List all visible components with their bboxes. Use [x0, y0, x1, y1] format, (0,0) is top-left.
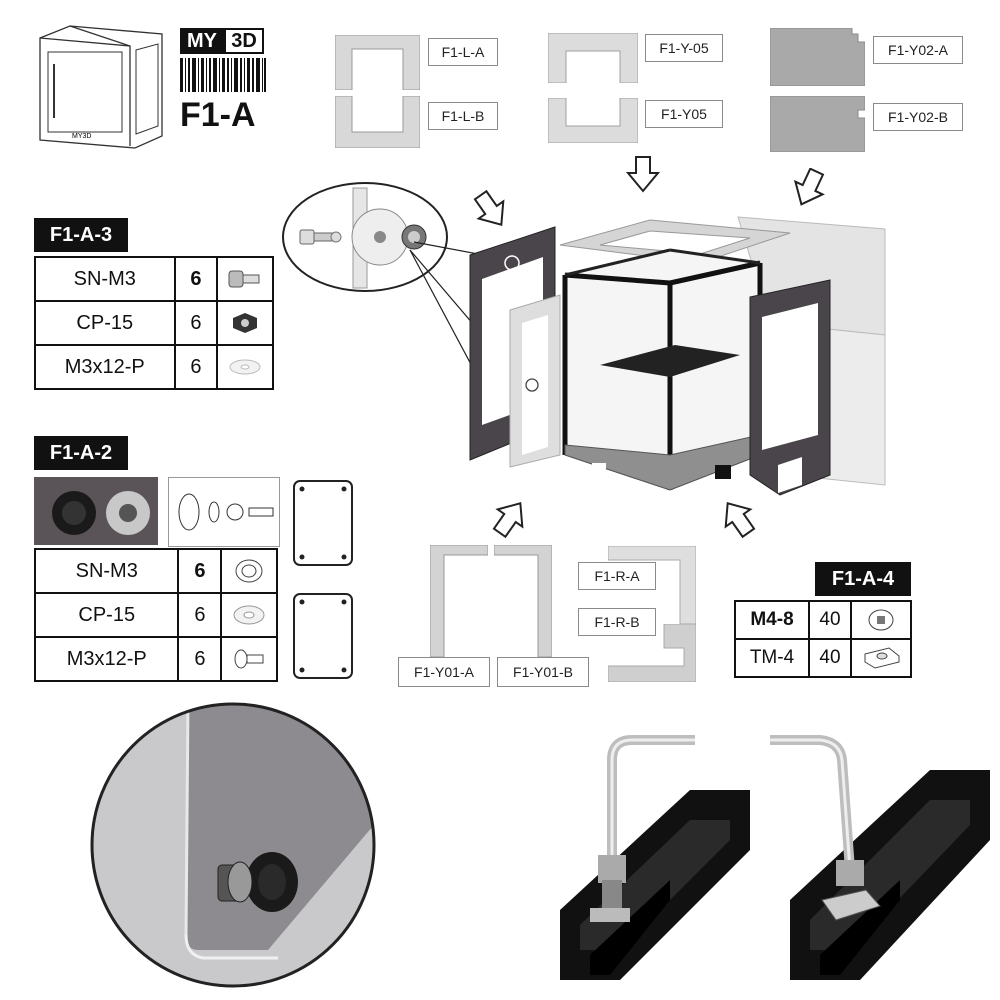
- part-name: M3x12-P: [34, 344, 176, 390]
- panel-y-05b: [548, 98, 638, 143]
- part-name: M4-8: [734, 600, 810, 640]
- logo-my: MY: [180, 28, 224, 54]
- panel-y01-b: [494, 545, 552, 657]
- table-row: SN-M3 6: [34, 256, 274, 302]
- screw-icon: [216, 256, 274, 302]
- kit-f1-a-2-table: SN-M3 6 CP-15 6 M3x12-P 6: [33, 548, 278, 682]
- label-f1-r-a: F1-R-A: [578, 562, 656, 590]
- panel-frame-a: [290, 477, 356, 569]
- arrow-down-icon: [626, 155, 660, 193]
- panel-r-b: [608, 624, 696, 682]
- kit-f1-a-3-table: SN-M3 6 CP-15 6 M3x12-P 6: [34, 256, 274, 390]
- printer-badge: MY3D: [72, 133, 91, 140]
- arrow-up-right-icon: [492, 498, 528, 538]
- table-row: SN-M3 6: [33, 548, 278, 594]
- screw-detail-zoom: [280, 180, 450, 295]
- label-f1-r-b: F1-R-B: [578, 608, 656, 636]
- part-qty: 6: [177, 592, 223, 638]
- part-name: SN-M3: [34, 256, 176, 302]
- logo-3d: 3D: [224, 28, 264, 54]
- screw-icon: [850, 600, 912, 640]
- part-name: M3x12-P: [33, 636, 180, 682]
- label-f1-y02-a: F1-Y02-A: [873, 36, 963, 64]
- table-row: M4-8 40: [734, 600, 912, 640]
- table-row: CP-15 6: [34, 300, 274, 346]
- panel-y01-a: [430, 545, 488, 657]
- label-f1-l-b: F1-L-B: [428, 102, 498, 130]
- panel-y-05a: [548, 33, 638, 83]
- label-f1-y02-b: F1-Y02-B: [873, 103, 963, 131]
- panel-y02-a: [770, 28, 865, 86]
- hex-key-extrusion-photo-right: [770, 730, 990, 990]
- part-qty: 40: [808, 638, 852, 678]
- label-f1-y01-a: F1-Y01-A: [398, 657, 490, 687]
- table-row: M3x12-P 6: [33, 636, 278, 682]
- knob-photo: [34, 477, 158, 545]
- exploded-printer-view: [460, 205, 890, 505]
- knob-icon: [220, 548, 278, 594]
- panel-y02-b: [770, 96, 865, 152]
- kit-f1-a-4-title: F1-A-4: [815, 562, 911, 596]
- label-f1-y-05: F1-Y-05: [645, 34, 723, 62]
- part-qty: 6: [173, 256, 219, 302]
- label-f1-y05: F1-Y05: [645, 100, 723, 128]
- part-name: TM-4: [734, 638, 810, 678]
- nut-icon: [216, 300, 274, 346]
- hex-key-extrusion-photo-left: [550, 730, 760, 990]
- washer-icon: [220, 592, 278, 638]
- table-row: CP-15 6: [33, 592, 278, 638]
- label-f1-l-a: F1-L-A: [428, 38, 498, 66]
- kit-f1-a-3-title: F1-A-3: [34, 218, 128, 252]
- barcode: [180, 58, 266, 92]
- printer-thumbnail: MY3D: [30, 18, 170, 153]
- part-qty: 6: [173, 300, 219, 346]
- washer-icon: [216, 344, 274, 390]
- part-qty: 6: [177, 636, 223, 682]
- panel-r-a: [608, 546, 696, 624]
- kit-f1-a-2-title: F1-A-2: [34, 436, 128, 470]
- brand-logo: MY 3D: [180, 28, 264, 54]
- arrow-down-right-icon: [472, 190, 510, 230]
- part-name: SN-M3: [33, 548, 180, 594]
- kit-f1-a-4-table: M4-8 40 TM-4 40: [734, 600, 912, 678]
- knob-closeup-photo: [88, 700, 378, 990]
- table-row: TM-4 40: [734, 638, 912, 678]
- part-name: CP-15: [34, 300, 176, 346]
- panel-frame-b: [290, 590, 356, 682]
- arrow-up-left-icon: [720, 498, 756, 538]
- t-nut-icon: [850, 638, 912, 678]
- part-qty: 40: [808, 600, 852, 640]
- part-qty: 6: [177, 548, 223, 594]
- model-title: F1-A: [180, 96, 256, 134]
- arrow-down-left-icon: [790, 168, 828, 208]
- screw-icon: [220, 636, 278, 682]
- knob-assembly-diagram: [168, 477, 280, 547]
- part-name: CP-15: [33, 592, 180, 638]
- table-row: M3x12-P 6: [34, 344, 274, 390]
- panel-l-a: [335, 35, 420, 90]
- label-f1-y01-b: F1-Y01-B: [497, 657, 589, 687]
- part-qty: 6: [173, 344, 219, 390]
- panel-l-b: [335, 96, 420, 148]
